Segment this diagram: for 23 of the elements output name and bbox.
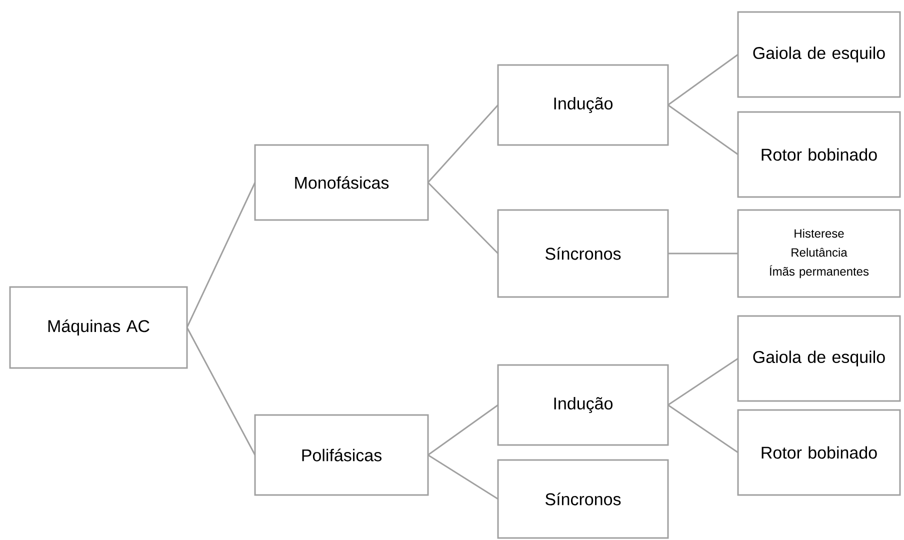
category-box: Máquinas AC xyxy=(9,286,188,369)
connector-line xyxy=(668,54,738,106)
connector-line xyxy=(186,327,256,456)
category-box: Indução xyxy=(497,364,669,446)
connector-line xyxy=(428,454,498,500)
category-box: Indução xyxy=(497,64,669,146)
category-box: Síncronos xyxy=(497,459,669,539)
connector-line xyxy=(668,358,738,406)
connector-line xyxy=(668,252,738,254)
category-box: Gaiola de esquilo xyxy=(737,315,901,402)
connector-line xyxy=(427,104,499,183)
category-box: Polifásicas xyxy=(254,414,429,496)
connector-line xyxy=(428,404,498,456)
category-box: Rotor bobinado xyxy=(737,111,901,198)
connector-line xyxy=(668,404,738,454)
connector-line xyxy=(668,104,738,156)
category-box: Monofásicas xyxy=(254,144,429,221)
connector-line xyxy=(186,182,256,328)
category-box: Síncronos xyxy=(497,209,669,298)
list-box: Histerese Relutância Ímãs permanentes xyxy=(737,209,901,298)
category-box: Rotor bobinado xyxy=(737,409,901,496)
category-box: Gaiola de esquilo xyxy=(737,11,901,98)
connector-line xyxy=(427,182,499,254)
